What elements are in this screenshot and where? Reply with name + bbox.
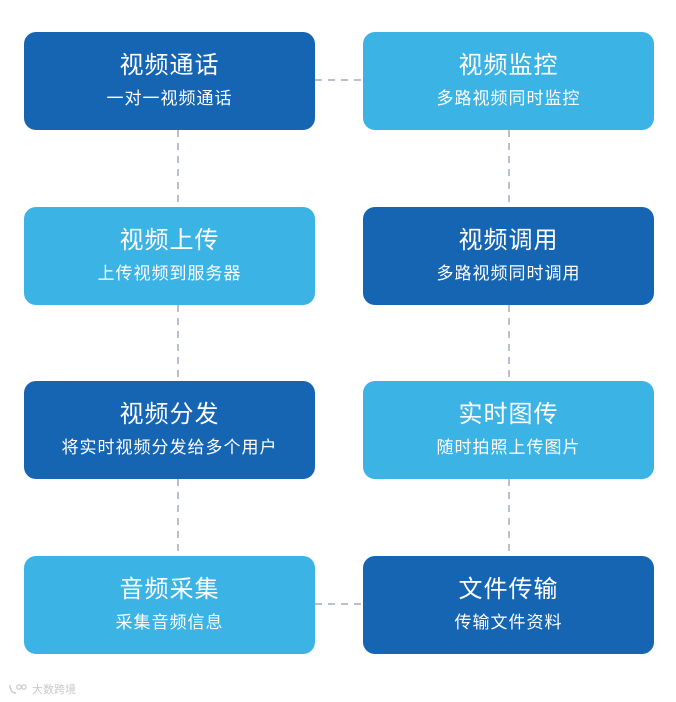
card-subtitle: 多路视频同时监控 (436, 89, 581, 109)
card-video-monitoring: 视频监控 多路视频同时监控 (363, 32, 654, 130)
card-subtitle: 一对一视频通话 (106, 89, 233, 109)
card-file-transfer: 文件传输 传输文件资料 (363, 556, 654, 654)
card-video-distribution: 视频分发 将实时视频分发给多个用户 (24, 381, 315, 479)
card-subtitle: 随时拍照上传图片 (436, 438, 581, 458)
card-title: 音频采集 (119, 575, 220, 603)
watermark-text: 大数跨境 (32, 683, 76, 696)
card-video-call: 视频通话 一对一视频通话 (24, 32, 315, 130)
card-title: 实时图传 (458, 400, 559, 428)
watermark-logo-icon (9, 684, 27, 694)
card-subtitle: 采集音频信息 (115, 613, 224, 633)
card-title: 视频分发 (119, 400, 220, 428)
card-title: 视频上传 (119, 226, 220, 254)
card-video-retrieval: 视频调用 多路视频同时调用 (363, 207, 654, 305)
card-title: 视频监控 (458, 51, 559, 79)
watermark: 大数跨境 (8, 681, 76, 697)
card-audio-capture: 音频采集 采集音频信息 (24, 556, 315, 654)
card-video-upload: 视频上传 上传视频到服务器 (24, 207, 315, 305)
card-subtitle: 多路视频同时调用 (436, 264, 581, 284)
card-subtitle: 上传视频到服务器 (97, 264, 242, 284)
card-title: 视频调用 (458, 226, 559, 254)
card-subtitle: 传输文件资料 (454, 613, 563, 633)
card-realtime-image-transfer: 实时图传 随时拍照上传图片 (363, 381, 654, 479)
card-subtitle: 将实时视频分发给多个用户 (61, 438, 278, 458)
card-title: 文件传输 (458, 575, 559, 603)
card-title: 视频通话 (119, 51, 220, 79)
